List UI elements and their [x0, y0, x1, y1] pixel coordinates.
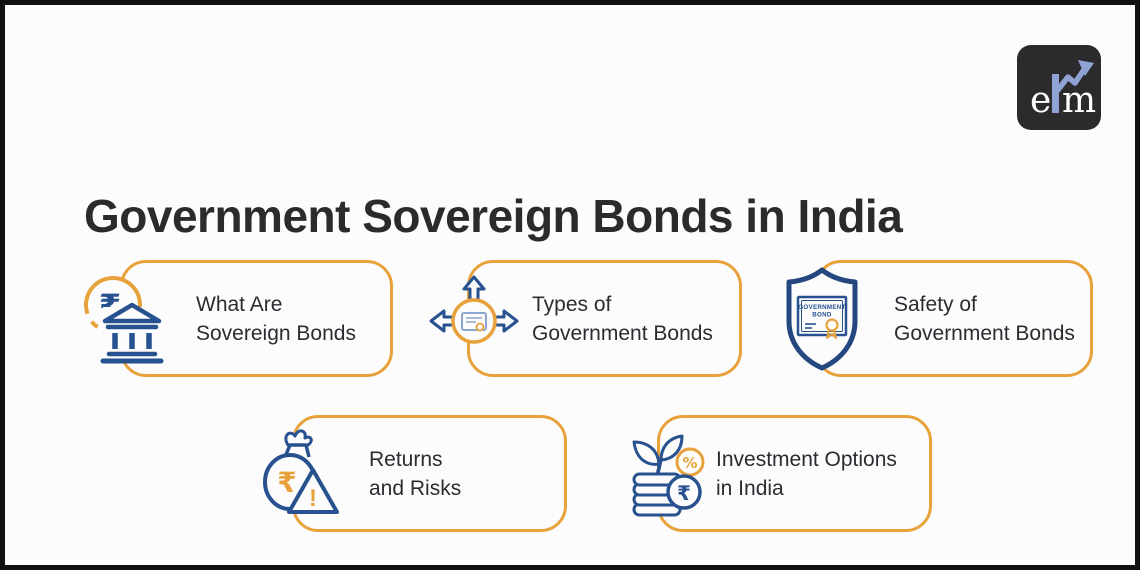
- plant-leaves: [632, 434, 684, 475]
- card-label: Returns and Risks: [369, 445, 461, 503]
- card-safety-of-government-bonds: GOVERNMENT BOND Safety of Government Bon…: [786, 260, 1093, 377]
- card-label-line2: and Risks: [369, 476, 462, 500]
- card-label-line1: Returns: [369, 447, 443, 471]
- percent-coin: [675, 447, 705, 476]
- elm-logo-icon: e m: [1017, 45, 1101, 130]
- card-investment-options-in-india: % ₹ Investment Options in India: [632, 415, 932, 532]
- percent-symbol: %: [682, 454, 697, 472]
- card-label: Investment Options in India: [716, 445, 897, 503]
- card-what-are-sovereign-bonds: ₹ What Are Sovereign Bonds: [84, 260, 393, 377]
- card-returns-and-risks: ₹ ! Returns and Risks: [263, 415, 567, 532]
- logo-letter-l-bar: [1052, 74, 1059, 113]
- rupee-coin: [666, 473, 702, 510]
- rupee-coin-bank-icon: ₹: [77, 269, 177, 369]
- bond-certificate-arrows-icon: [424, 269, 524, 369]
- card-types-of-government-bonds: Types of Government Bonds: [429, 260, 742, 377]
- card-label-line1: Types of: [532, 292, 612, 316]
- card-label-line1: Safety of: [894, 292, 977, 316]
- seal-icon: [825, 317, 839, 332]
- shield-cert-text-line2: BOND: [812, 311, 832, 318]
- card-label-line2: Government Bonds: [532, 321, 713, 345]
- bank-building: [100, 302, 164, 363]
- card-label-line2: Sovereign Bonds: [196, 321, 356, 345]
- card-label-line2: in India: [716, 476, 784, 500]
- card-label: Types of Government Bonds: [532, 290, 713, 348]
- card-label-line1: Investment Options: [716, 447, 897, 471]
- card-label: Safety of Government Bonds: [894, 290, 1075, 348]
- growth-arrow-icon: [1054, 60, 1094, 94]
- exclamation-mark: !: [309, 485, 317, 512]
- money-bag-warning-icon: ₹ !: [249, 424, 349, 524]
- shield-government-bond-icon: GOVERNMENT BOND: [772, 264, 872, 374]
- rupee-symbol: ₹: [277, 466, 296, 499]
- coins-plant-growth-icon: % ₹: [614, 424, 714, 524]
- logo-letter-e: e: [1030, 80, 1051, 121]
- logo-letter-m: m: [1062, 80, 1096, 121]
- shield-cert-text-line1: GOVERNMENT: [798, 304, 845, 311]
- card-label-line2: Government Bonds: [894, 321, 1075, 345]
- rupee-symbol: ₹: [677, 481, 691, 505]
- warning-triangle: !: [287, 467, 339, 514]
- elm-logo: e m: [1017, 45, 1101, 130]
- page-title: Government Sovereign Bonds in India: [84, 189, 903, 242]
- card-label-line1: What Are: [196, 292, 283, 316]
- card-label: What Are Sovereign Bonds: [196, 290, 356, 348]
- arrow-up: [462, 275, 486, 302]
